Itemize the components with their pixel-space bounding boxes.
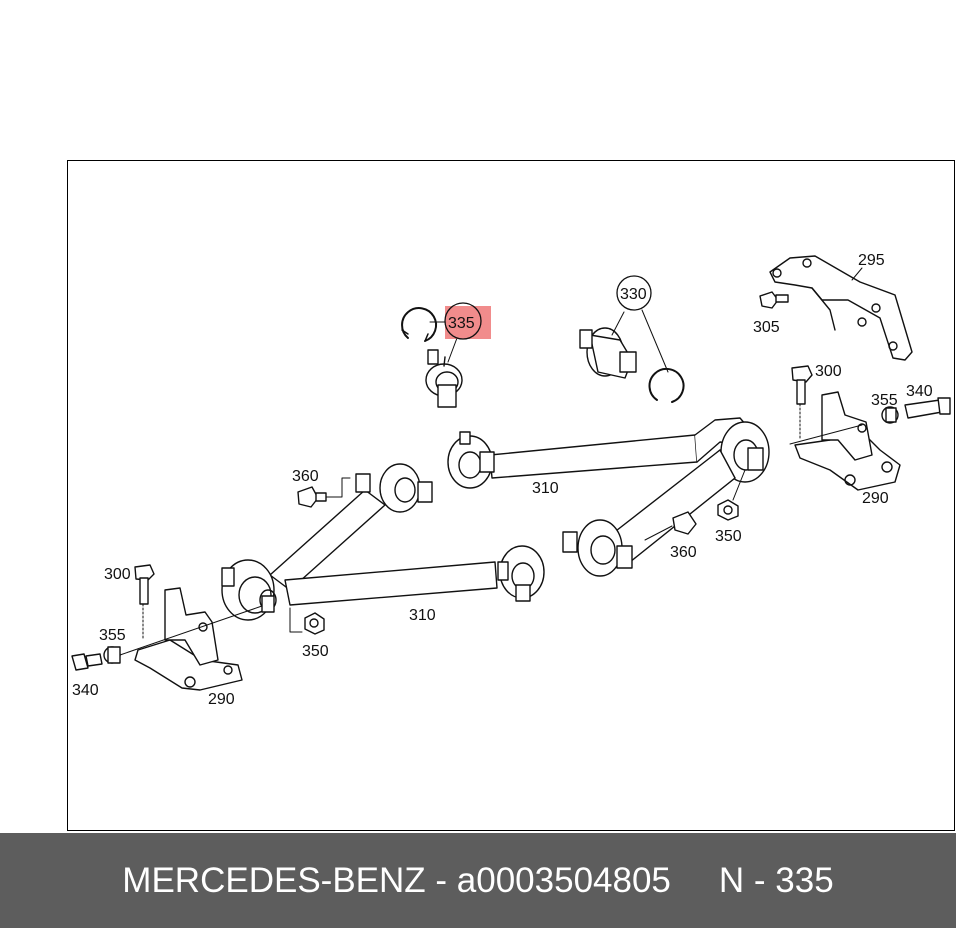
bushing-left xyxy=(221,559,277,621)
label-335: 335 xyxy=(448,315,475,332)
label-340-right: 340 xyxy=(906,383,933,400)
circlip-335 xyxy=(401,307,447,342)
label-330: 330 xyxy=(620,286,647,303)
label-360-top: 360 xyxy=(292,468,319,485)
bracket-290-left xyxy=(119,587,263,691)
bushing-330 xyxy=(579,309,669,379)
label-350-left: 350 xyxy=(302,643,329,660)
bracket-295 xyxy=(769,255,913,361)
footer-part-number: a0003504805 xyxy=(456,860,671,900)
bolt-340-right xyxy=(904,397,951,419)
footer-separator: - xyxy=(425,860,457,900)
nut-350-right xyxy=(717,469,746,521)
spacer-355-right xyxy=(881,406,899,424)
footer-position: N - 335 xyxy=(718,860,834,900)
label-290-left: 290 xyxy=(208,691,235,708)
control-arm-right-lower xyxy=(562,449,736,577)
callout-circle-335 xyxy=(444,302,482,340)
control-arm-310-right xyxy=(447,417,753,489)
label-360-right: 360 xyxy=(670,544,697,561)
label-350-right: 350 xyxy=(715,528,742,545)
label-300-left: 300 xyxy=(104,566,131,583)
label-310-top: 310 xyxy=(532,480,559,497)
control-arm-310-left xyxy=(284,545,545,606)
footer-bar: MERCEDES-BENZ - a0003504805 N - 335 xyxy=(0,833,956,928)
circlip-330 xyxy=(648,367,685,403)
label-340-left: 340 xyxy=(72,682,99,699)
spacer-355-left xyxy=(103,646,121,664)
highlight-335 xyxy=(445,306,491,339)
label-290-right: 290 xyxy=(862,490,889,507)
bolt-360-right xyxy=(644,511,697,541)
label-310-bottom: 310 xyxy=(409,607,436,624)
bolt-340-left xyxy=(71,653,103,671)
bolt-300-left xyxy=(134,564,155,641)
bolt-305 xyxy=(759,291,789,309)
bushing-335 xyxy=(425,337,463,408)
nut-350-left xyxy=(289,607,325,635)
parts-diagram: 295 305 330 335 300 355 340 290 310 360 … xyxy=(71,252,951,708)
callout-circle-330 xyxy=(616,275,652,311)
control-arm-left-upper xyxy=(269,463,433,591)
label-305: 305 xyxy=(753,319,780,336)
label-355-right: 355 xyxy=(871,392,898,409)
footer-brand: MERCEDES-BENZ xyxy=(122,860,426,900)
label-295: 295 xyxy=(858,252,885,269)
bracket-290-right xyxy=(789,391,901,491)
label-300-right: 300 xyxy=(815,363,842,380)
bolt-300-right xyxy=(791,365,813,441)
bolt-360-left xyxy=(297,477,351,508)
label-355-left: 355 xyxy=(99,627,126,644)
